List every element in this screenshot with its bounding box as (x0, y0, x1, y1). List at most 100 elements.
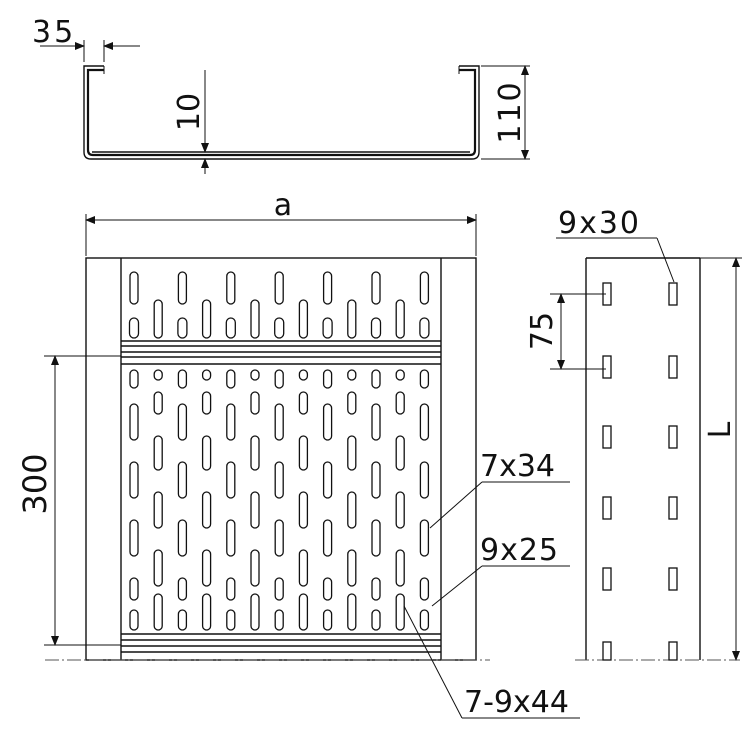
side-slot (668, 641, 678, 661)
slot (419, 609, 430, 631)
slot (129, 519, 139, 557)
slot (298, 435, 309, 471)
slot (419, 369, 430, 389)
slot (371, 519, 381, 557)
slot (226, 577, 236, 601)
slot (201, 593, 212, 631)
slot (153, 491, 163, 529)
slot (347, 593, 357, 631)
slot (298, 299, 309, 339)
slot (419, 403, 430, 441)
slot (226, 369, 236, 389)
slot (274, 271, 284, 305)
slot (419, 577, 430, 601)
side-slot (602, 567, 612, 591)
slot (201, 491, 212, 529)
slot (250, 491, 260, 529)
slot (129, 271, 139, 305)
slot (177, 271, 188, 305)
slot (298, 491, 309, 529)
slot (225, 317, 236, 339)
slot (322, 461, 333, 499)
slot (395, 299, 405, 339)
slot (201, 369, 212, 381)
slot (201, 299, 212, 339)
slot (322, 369, 333, 389)
slot (250, 593, 260, 631)
slot (322, 519, 333, 557)
slot (347, 491, 357, 529)
slot (153, 299, 163, 339)
slot (177, 403, 188, 441)
length-label: L (703, 421, 738, 438)
slot (274, 519, 284, 557)
slot (274, 461, 284, 499)
slot (371, 461, 381, 499)
side-slot (668, 355, 678, 379)
slot (274, 369, 284, 389)
slot-9x25-label: 9x25 (480, 533, 559, 568)
slot (371, 609, 381, 631)
plan-view (44, 214, 580, 719)
slot (177, 461, 188, 499)
slot (419, 461, 430, 499)
slot (201, 435, 212, 471)
pitch-dimension-label: 300 (16, 453, 54, 514)
slot-7x34-label: 7x34 (480, 449, 555, 484)
slot (419, 271, 430, 305)
slot (347, 369, 357, 381)
slot (298, 369, 309, 381)
slot (371, 271, 381, 305)
slot (201, 549, 212, 587)
side-view (550, 237, 742, 661)
slot (371, 577, 381, 601)
slot (226, 609, 236, 631)
slot (274, 317, 285, 339)
slot (129, 369, 139, 389)
slot (298, 549, 309, 587)
slot (322, 403, 333, 441)
slot (226, 271, 236, 305)
flange-dimension-label: 35 (32, 15, 76, 50)
thickness-dimension-label: 10 (172, 93, 207, 131)
slot (419, 519, 430, 557)
slot (274, 609, 284, 631)
side-slot-label: 9x30 (558, 206, 641, 241)
slot (129, 461, 139, 499)
slot (250, 391, 260, 415)
slot (347, 391, 357, 415)
side-slot (602, 496, 612, 520)
slot (128, 317, 140, 339)
slot (322, 609, 333, 631)
slot (298, 391, 309, 415)
slot (298, 593, 309, 631)
cross-section-view (40, 40, 530, 174)
slot (226, 519, 236, 557)
side-slot (668, 496, 678, 520)
slot (153, 391, 163, 415)
slot (370, 317, 382, 339)
slot (250, 299, 260, 339)
slot (177, 577, 188, 601)
slot (153, 593, 163, 631)
slot (371, 403, 381, 441)
slot (322, 317, 333, 339)
slot (201, 391, 212, 415)
slot (274, 577, 284, 601)
slot (177, 317, 188, 339)
slot (371, 369, 381, 389)
slot (395, 435, 405, 471)
slot (347, 549, 357, 587)
slot (177, 609, 188, 631)
slot (395, 491, 405, 529)
perforation-slots (128, 271, 430, 631)
side-slot (668, 425, 678, 449)
side-slot (602, 425, 612, 449)
width-dimension-label: a (274, 188, 292, 223)
slot (347, 299, 357, 339)
slot (153, 549, 163, 587)
slot (274, 403, 284, 441)
slot (395, 593, 405, 631)
slot (129, 577, 139, 601)
